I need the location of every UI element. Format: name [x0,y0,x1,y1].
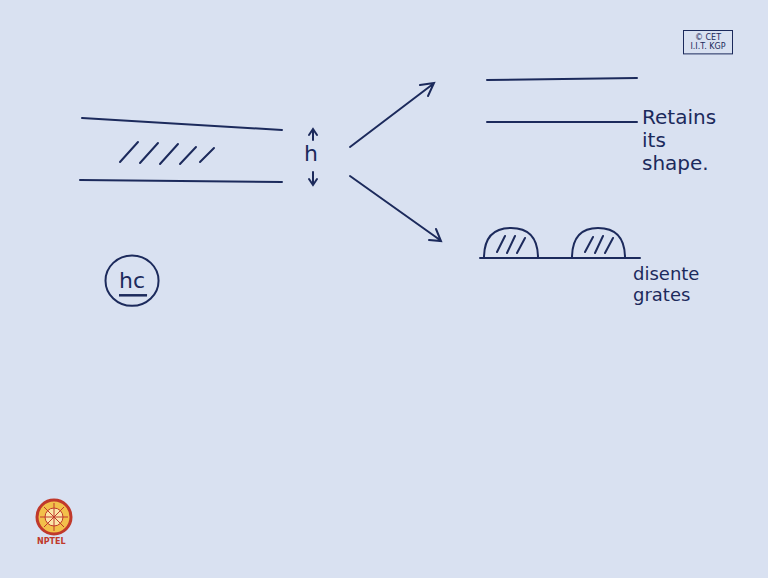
retained-film-bottom [487,121,637,123]
thickness-label: h [304,141,324,166]
outcome-note: disente grates [633,264,737,305]
substrate-line [480,257,640,259]
branch-arrow-down [350,176,441,241]
branch-arrow-up [350,83,434,147]
logo-box: © CET I.I.T. KGP [683,30,733,54]
logo-text: NPTEL [37,537,77,546]
retained-film-top [487,78,637,80]
thickness-arrow-up [309,129,317,140]
circled-term: hc [104,254,160,307]
thickness-arrow-down [309,172,317,185]
droplet [572,228,625,258]
droplet-hatching [497,236,613,253]
outcome-note: Retains its shape. [642,106,724,175]
node-text: © CET I.I.T. KGP [686,33,730,51]
underline [119,294,147,297]
film-hatching [120,142,214,164]
film-top [82,118,282,130]
node-text: hc [119,268,145,293]
film-bottom [80,180,282,182]
nptel-logo [37,500,71,534]
